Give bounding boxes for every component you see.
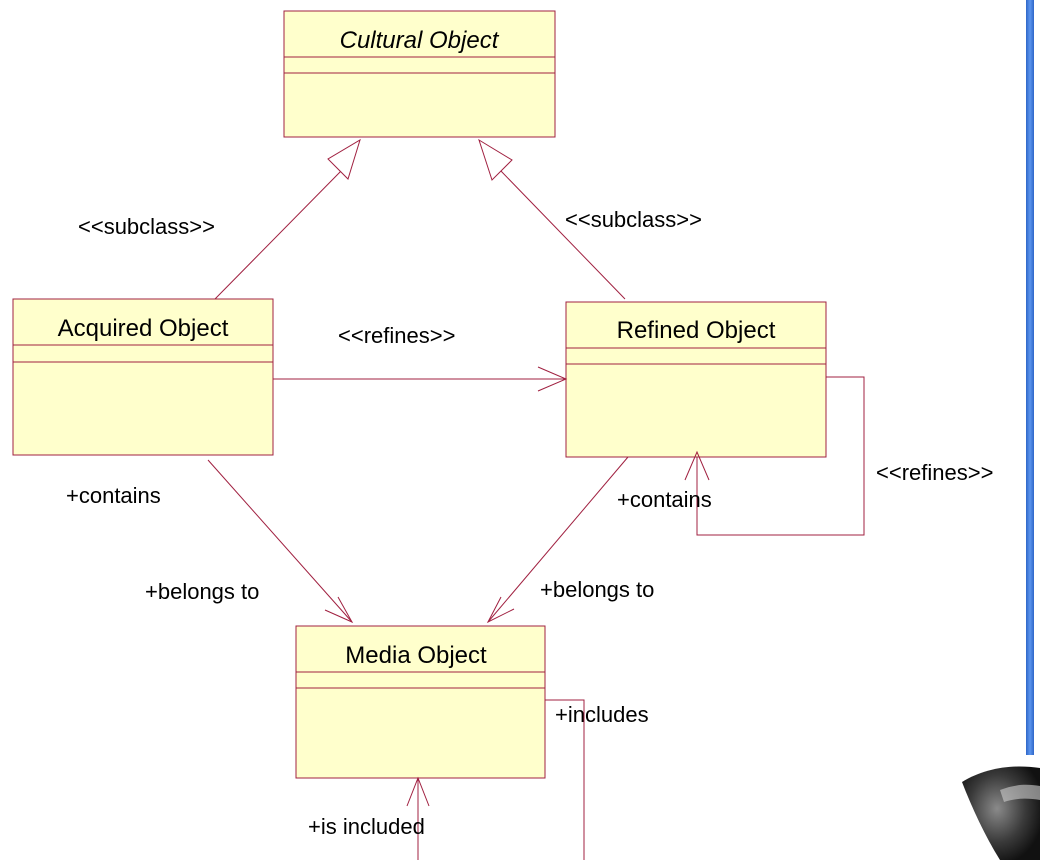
class-name-media-object: Media Object (345, 642, 487, 669)
label-subclass-left: <<subclass>> (78, 214, 215, 239)
class-refined-object: Refined Object (565, 301, 827, 458)
class-cultural-object: Cultural Object (283, 10, 556, 138)
corner-shadow-highlight (1000, 784, 1040, 802)
label-subclass-right: <<subclass>> (565, 207, 702, 232)
class-media-object: Media Object (295, 625, 546, 779)
class-name-acquired-object: Acquired Object (58, 315, 229, 342)
label-refines-self: <<refines>> (876, 460, 993, 485)
right-window-border (1026, 0, 1034, 755)
class-name-cultural-object: Cultural Object (340, 27, 500, 54)
label-contains-right: +contains (617, 487, 712, 512)
includes-association (406, 699, 585, 860)
refines-self-association (684, 376, 865, 536)
label-is-included: +is included (308, 814, 425, 839)
label-refines-middle: <<refines>> (338, 323, 455, 348)
label-belongs-to-left: +belongs to (145, 579, 259, 604)
class-name-refined-object: Refined Object (617, 317, 776, 344)
generalization-acquired-to-cultural (214, 138, 361, 300)
generalization-refined-to-cultural (478, 138, 626, 300)
corner-shadow-graphic (962, 766, 1040, 860)
class-acquired-object: Acquired Object (12, 298, 274, 456)
label-contains-left: +contains (66, 483, 161, 508)
contains-association-refined (486, 456, 629, 624)
contains-association-acquired (207, 459, 354, 624)
label-includes: +includes (555, 702, 649, 727)
label-belongs-to-right: +belongs to (540, 577, 654, 602)
refines-association (273, 366, 568, 392)
